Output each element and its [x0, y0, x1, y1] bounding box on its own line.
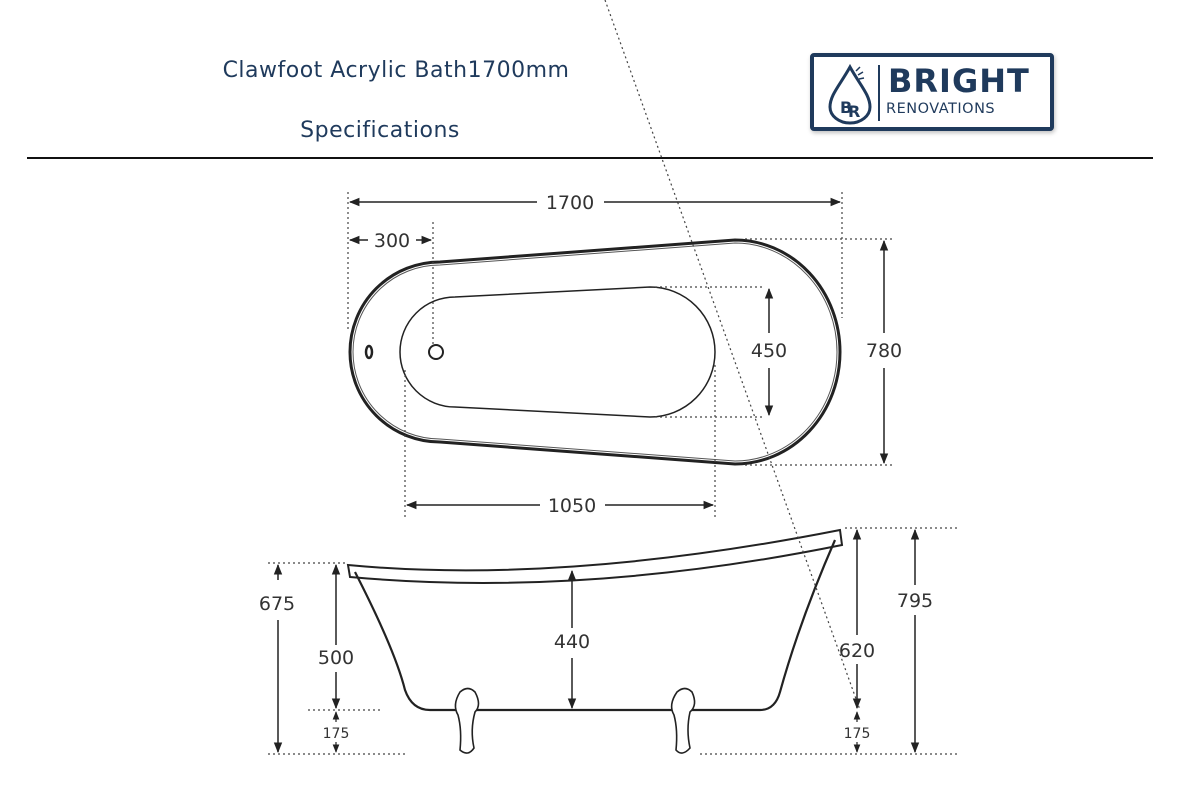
dim-left-total-height: 675: [259, 593, 295, 615]
svg-text:R: R: [848, 102, 860, 121]
page-subtitle: Specifications: [300, 118, 460, 143]
dim-left-body-height: 500: [318, 647, 354, 669]
water-drop-monogram-icon: B R: [828, 63, 872, 125]
logo-text-renovations: RENOVATIONS: [886, 101, 996, 117]
dim-right-foot-height: 175: [844, 726, 871, 742]
dim-overall-width: 780: [866, 340, 902, 362]
logo-text-bright: BRIGHT: [888, 62, 1030, 100]
dim-left-foot-height: 175: [323, 726, 350, 742]
dim-inner-length: 1050: [548, 495, 596, 517]
dim-waste-offset: 300: [374, 230, 410, 252]
dim-right-body-height: 620: [839, 640, 875, 662]
page-title: Clawfoot Acrylic Bath1700mm: [222, 58, 570, 83]
top-view: 1700 300 450 780 1050: [347, 192, 902, 518]
claw-foot-right-icon: [670, 687, 696, 754]
dim-depth: 440: [554, 631, 590, 653]
dim-right-total-height: 795: [897, 590, 933, 612]
bright-renovations-logo: B R BRIGHT RENOVATIONS: [810, 53, 1054, 131]
waste-hole-icon: [428, 344, 444, 360]
dim-inner-width: 450: [751, 340, 787, 362]
dim-overall-length: 1700: [546, 192, 594, 214]
overflow-icon: [364, 344, 374, 360]
header-divider: [27, 157, 1153, 159]
claw-foot-left-icon: [454, 687, 480, 754]
logo-divider: [878, 65, 880, 121]
side-view: 675 500 175 440 620 795 175: [259, 0, 958, 755]
svg-text:B: B: [840, 98, 852, 117]
